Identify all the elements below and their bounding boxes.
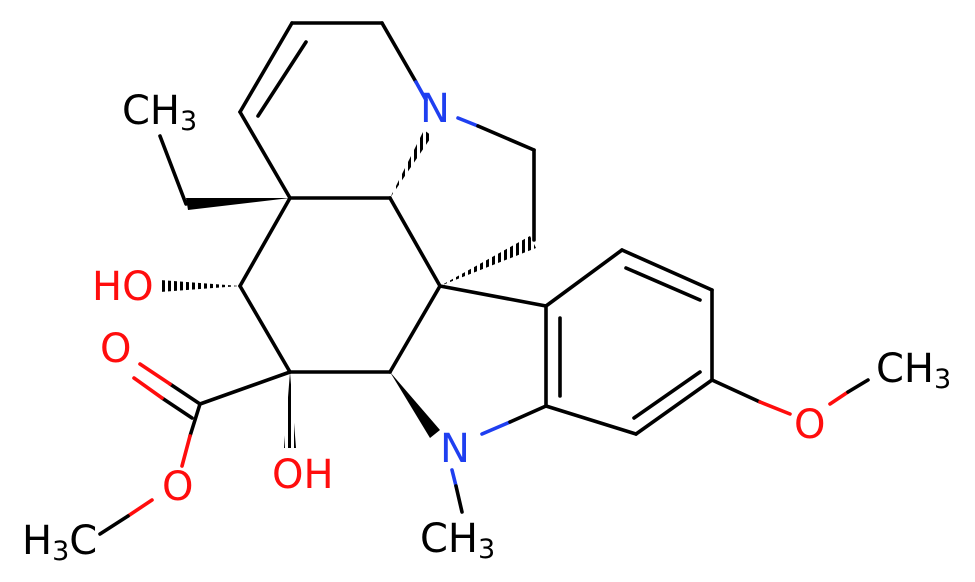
bond: [544, 404, 638, 436]
bond: [126, 498, 154, 518]
bond: [238, 284, 292, 374]
double-bond: [160, 396, 194, 420]
wedge-bond: [186, 198, 290, 210]
bond: [450, 468, 458, 488]
bond: [188, 402, 202, 438]
bond: [710, 378, 762, 404]
bond: [620, 248, 714, 292]
bond: [380, 21, 418, 84]
bond: [828, 390, 850, 406]
bond: [138, 362, 172, 386]
bond: [98, 514, 130, 536]
double-bond: [132, 376, 164, 400]
bonds: [98, 21, 870, 536]
bond: [438, 284, 548, 308]
bond: [480, 420, 512, 436]
double-bond-inner: [256, 40, 308, 118]
atom-labels: N N CH3 HO OH O O H3C CH3 O CH3: [22, 86, 951, 567]
ethyl-ch3-group: CH3: [122, 88, 197, 137]
bond: [456, 116, 480, 128]
bond: [846, 378, 870, 394]
wedge-bond: [390, 372, 440, 438]
hydroxyl-bottom-label: OH: [272, 452, 334, 498]
bond: [198, 370, 292, 406]
aromatic-inner: [624, 266, 702, 302]
nitrogen-atom-top: N: [420, 86, 450, 132]
carbonyl-oxygen: O: [100, 326, 131, 372]
bond: [476, 124, 536, 152]
ester-h3c-group: H3C: [22, 518, 97, 567]
bond: [238, 110, 292, 200]
ester-oxygen: O: [162, 464, 193, 510]
bond: [634, 378, 714, 436]
nitrogen-atom-bottom: N: [440, 426, 470, 472]
bond: [180, 434, 192, 468]
bond: [238, 196, 292, 288]
bond: [158, 134, 188, 206]
bond: [388, 284, 442, 374]
hydroxyl-left-label: HO: [92, 264, 154, 310]
bond: [168, 382, 202, 406]
hashed-wedge-bond: [390, 130, 432, 198]
aromatic-inner: [632, 370, 702, 420]
hashed-wedge-bond: [160, 280, 240, 292]
bond: [414, 80, 428, 102]
hashed-wedge-bond: [440, 236, 536, 286]
methoxy-ch3-group: CH3: [876, 346, 951, 395]
bond: [238, 21, 294, 114]
hashed-wedge-bond: [284, 372, 296, 448]
bond: [758, 400, 792, 416]
n-methyl-ch3-group: CH3: [420, 516, 495, 565]
bond: [544, 248, 624, 308]
bond: [388, 196, 442, 288]
bond: [454, 484, 464, 514]
methoxy-oxygen: O: [794, 402, 825, 448]
bond: [508, 404, 548, 424]
